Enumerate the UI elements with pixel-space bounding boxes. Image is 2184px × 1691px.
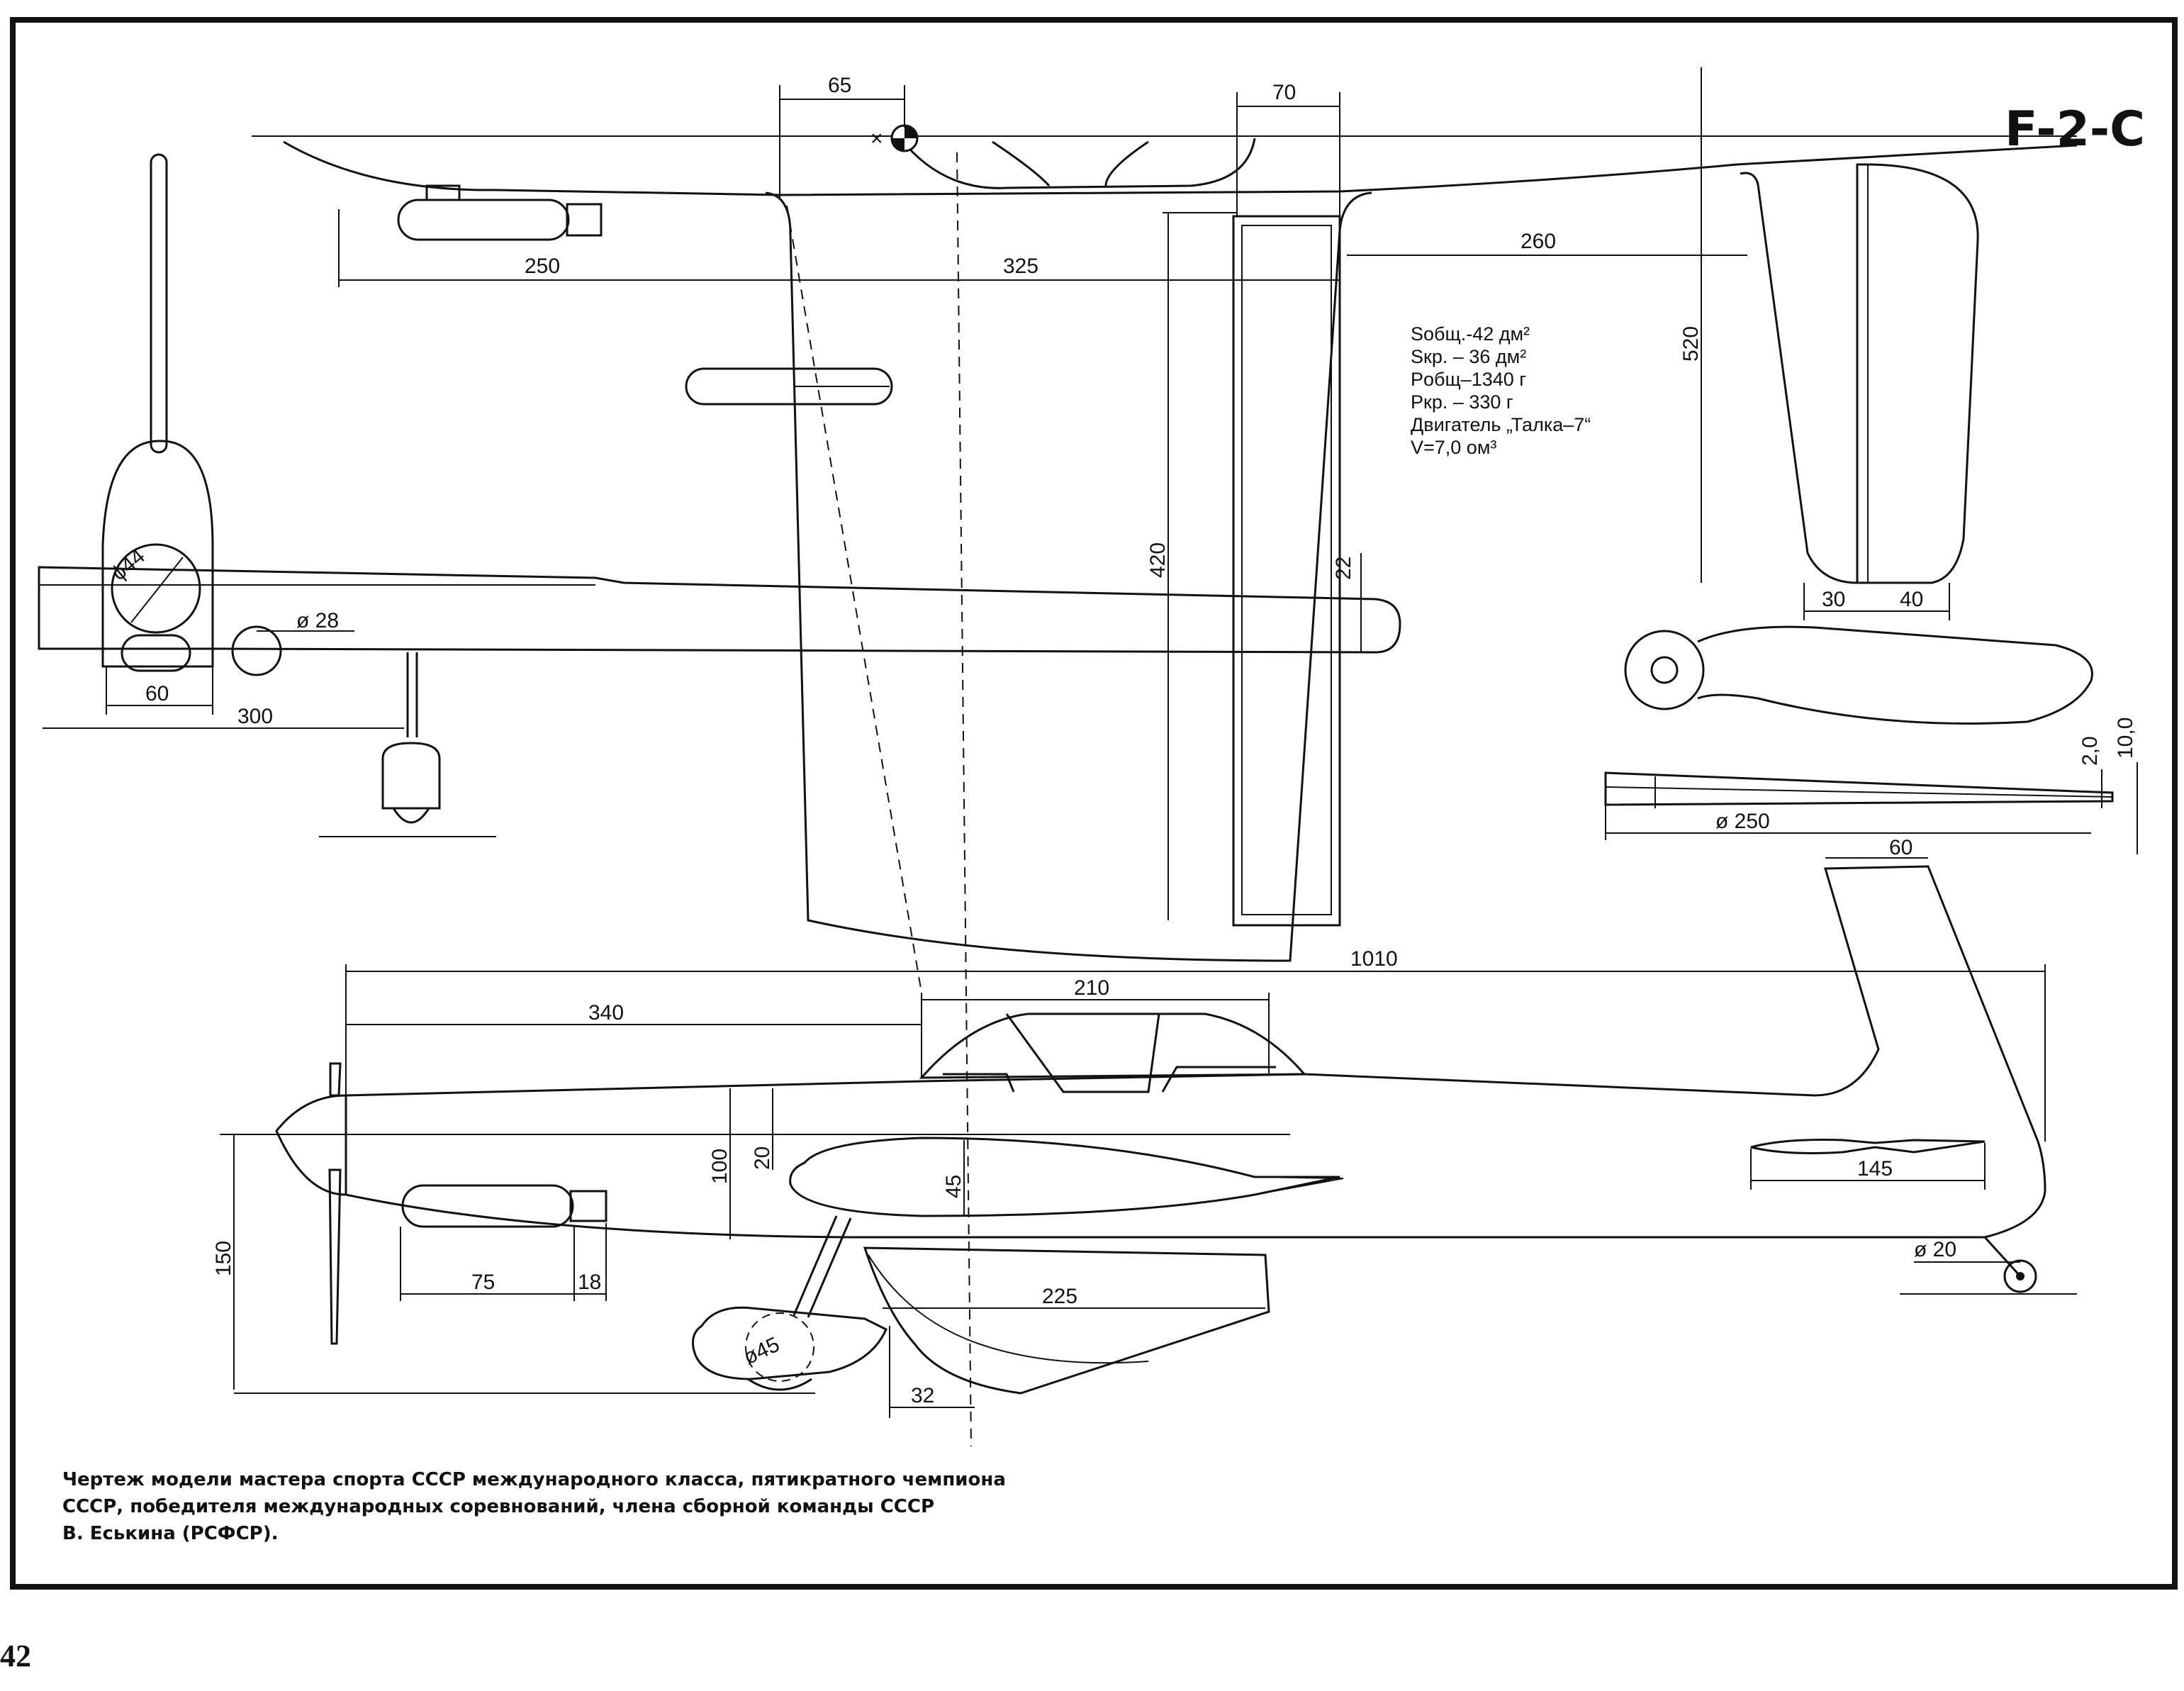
dim-210: 210 bbox=[1074, 976, 1109, 1000]
dim-420: 420 bbox=[1146, 542, 1170, 578]
dim-75: 75 bbox=[471, 1271, 495, 1294]
dim-520: 520 bbox=[1679, 326, 1703, 362]
caption-line: Чертеж модели мастера спорта СССР междун… bbox=[62, 1469, 1006, 1490]
dim-22: 22 bbox=[1332, 557, 1355, 580]
side-view bbox=[220, 865, 2077, 1395]
dim-30: 30 bbox=[1822, 588, 1845, 611]
dim-phi-28: ø 28 bbox=[296, 609, 339, 632]
caption: Чертеж модели мастера спорта СССР междун… bbox=[62, 1469, 1006, 1544]
dim-2-0: 2,0 bbox=[2078, 736, 2102, 766]
dimension-lines bbox=[106, 67, 2138, 1418]
spec-line: Pкр. – 330 г bbox=[1411, 391, 1513, 413]
dim-225: 225 bbox=[1042, 1285, 1077, 1308]
spec-line: V=7,0 ом³ bbox=[1411, 437, 1496, 458]
dim-250-top: 250 bbox=[525, 255, 560, 278]
plan-view: × bbox=[38, 124, 2078, 1447]
dim-phi-20: ø 20 bbox=[1914, 1238, 1956, 1261]
dim-20: 20 bbox=[751, 1146, 774, 1170]
dim-10-0: 10,0 bbox=[2114, 718, 2137, 759]
dim-1010: 1010 bbox=[1350, 947, 1398, 971]
cowl-circle bbox=[111, 543, 201, 634]
dim-phi-250: ø 250 bbox=[1715, 810, 1770, 833]
dim-18: 18 bbox=[578, 1271, 601, 1294]
dim-45: 45 bbox=[942, 1175, 965, 1198]
spec-line: Sобщ.-42 дм² bbox=[1411, 323, 1530, 345]
dim-32: 32 bbox=[911, 1384, 934, 1407]
dim-340: 340 bbox=[588, 1001, 624, 1025]
dim-65: 65 bbox=[828, 74, 851, 97]
svg-text:×: × bbox=[870, 127, 883, 150]
dim-60-front: 60 bbox=[145, 682, 169, 705]
propeller-detail bbox=[1604, 625, 2114, 808]
propeller-blade-front bbox=[150, 153, 168, 454]
dim-325: 325 bbox=[1003, 255, 1038, 278]
spec-block: Sобщ.-42 дм² Sкр. – 36 дм² Pобщ–1340 г P… bbox=[1411, 323, 1591, 458]
dim-100: 100 bbox=[708, 1149, 732, 1184]
page-frame bbox=[10, 17, 2178, 1590]
dim-260: 260 bbox=[1521, 230, 1556, 253]
page-number: 42 bbox=[0, 1639, 31, 1673]
caption-line: СССР, победителя международных соревнова… bbox=[62, 1496, 934, 1517]
dim-40: 40 bbox=[1900, 588, 1923, 611]
dim-145: 145 bbox=[1857, 1157, 1893, 1181]
dim-300: 300 bbox=[237, 705, 273, 728]
spec-line: Pобщ–1340 г bbox=[1411, 369, 1526, 390]
dim-60-fin: 60 bbox=[1889, 836, 1913, 859]
caption-line: В. Еськина (РСФСР). bbox=[62, 1523, 278, 1544]
dim-150: 150 bbox=[212, 1241, 235, 1276]
spec-line: Двигатель „Талка–7“ bbox=[1411, 414, 1591, 435]
spec-line: Sкр. – 36 дм² bbox=[1411, 346, 1526, 367]
stabilizer-plan bbox=[1701, 67, 1979, 584]
dim-70: 70 bbox=[1272, 81, 1296, 104]
